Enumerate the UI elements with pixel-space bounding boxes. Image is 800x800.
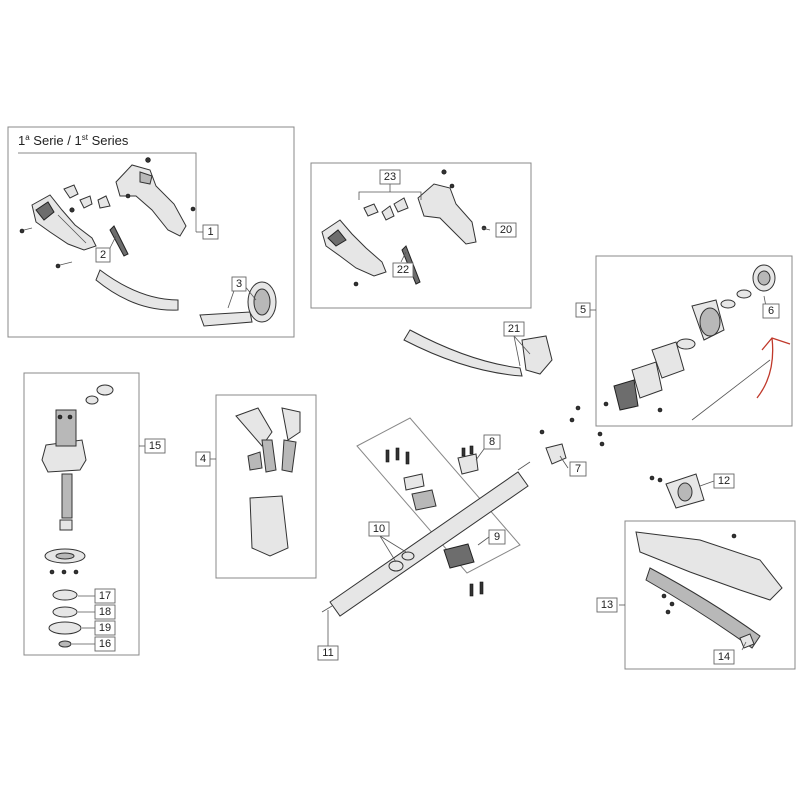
loop-handle-21 <box>403 329 553 377</box>
throttle-housing-2nd-series <box>321 219 387 277</box>
grass-guard-13 <box>635 531 783 649</box>
svg-text:7: 7 <box>575 463 581 475</box>
callout-5[interactable]: 5 <box>575 302 591 318</box>
callout-7[interactable]: 7 <box>569 461 587 477</box>
drive-shaft-tube-11 <box>321 461 531 617</box>
frame-gear-head-15 <box>23 372 140 656</box>
screw-set-1st-series <box>19 227 73 269</box>
svg-text:21: 21 <box>508 323 520 335</box>
svg-text:2: 2 <box>100 249 106 261</box>
callout-9[interactable]: 9 <box>488 529 506 545</box>
svg-text:16: 16 <box>99 638 111 650</box>
callout-19[interactable]: 19 <box>94 620 116 636</box>
barrier-3 <box>199 281 277 327</box>
connector-8 <box>457 445 479 475</box>
callout-11[interactable]: 11 <box>317 645 339 661</box>
throttle-housing-1st-series <box>31 194 97 251</box>
frame-inner-1st-series <box>18 152 197 232</box>
callout-2[interactable]: 2 <box>95 247 111 263</box>
callout-14[interactable]: 14 <box>713 649 735 665</box>
callout-6[interactable]: 6 <box>762 303 780 319</box>
svg-text:4: 4 <box>200 453 206 465</box>
handle-grip-1st-series <box>115 164 187 237</box>
svg-text:17: 17 <box>99 590 111 602</box>
svg-text:18: 18 <box>99 606 111 618</box>
svg-text:8: 8 <box>489 436 495 448</box>
frame-guard-13 <box>624 520 796 670</box>
svg-text:3: 3 <box>236 278 242 290</box>
frame-1st-series <box>7 126 295 338</box>
frame-handle-2nd-series <box>310 162 532 309</box>
callout-21[interactable]: 21 <box>503 321 525 337</box>
shoulder-mount-12 <box>649 473 705 509</box>
callout-17[interactable]: 17 <box>94 588 116 604</box>
flange-parts-16-19 <box>48 589 82 648</box>
svg-text:14: 14 <box>718 651 730 663</box>
callout-10[interactable]: 10 <box>368 521 390 537</box>
callout-1[interactable]: 1 <box>202 224 219 240</box>
throttle-cable-2 <box>109 225 129 257</box>
callout-12[interactable]: 12 <box>713 473 735 489</box>
shaft-parts-9 <box>385 447 484 597</box>
callout-20[interactable]: 20 <box>495 222 517 238</box>
red-annotation-arrow <box>756 337 791 399</box>
callout-22[interactable]: 22 <box>392 262 414 278</box>
loop-handle-1st-series <box>95 269 179 311</box>
frame-fuel-tank-4 <box>215 394 317 579</box>
svg-text:11: 11 <box>322 647 333 659</box>
callout-16[interactable]: 16 <box>94 636 116 652</box>
svg-text:15: 15 <box>149 440 161 452</box>
leader-lines <box>72 184 771 651</box>
svg-text:5: 5 <box>580 304 586 316</box>
handle-grip-2nd-series <box>417 183 477 245</box>
trigger-parts-2nd-series <box>353 169 487 287</box>
gear-head-15 <box>41 384 114 575</box>
clamp-7 <box>539 405 605 465</box>
bushing-10 <box>388 551 415 572</box>
frame-shaft-9 <box>356 417 521 574</box>
svg-text:9: 9 <box>494 531 500 543</box>
svg-text:13: 13 <box>601 599 613 611</box>
clutch-assembly-5 <box>603 264 776 413</box>
trigger-parts-1st-series <box>63 157 196 213</box>
svg-text:22: 22 <box>397 264 409 276</box>
callout-3[interactable]: 3 <box>231 276 247 292</box>
series-label: 1a Serie / 1st Series <box>18 133 129 148</box>
callout-15[interactable]: 15 <box>144 438 166 454</box>
svg-text:12: 12 <box>718 475 730 487</box>
callout-18[interactable]: 18 <box>94 604 116 620</box>
callout-23[interactable]: 23 <box>379 169 401 185</box>
frame-clutch-5 <box>595 255 793 427</box>
fuel-tank-assembly-4 <box>235 407 301 557</box>
svg-text:19: 19 <box>99 622 111 634</box>
callout-4[interactable]: 4 <box>195 451 211 467</box>
svg-text:20: 20 <box>500 224 512 236</box>
svg-text:1: 1 <box>207 226 213 238</box>
svg-text:6: 6 <box>768 305 774 317</box>
callout-8[interactable]: 8 <box>483 434 501 450</box>
svg-text:23: 23 <box>384 171 396 183</box>
svg-text:10: 10 <box>373 523 385 535</box>
callout-13[interactable]: 13 <box>596 597 618 613</box>
